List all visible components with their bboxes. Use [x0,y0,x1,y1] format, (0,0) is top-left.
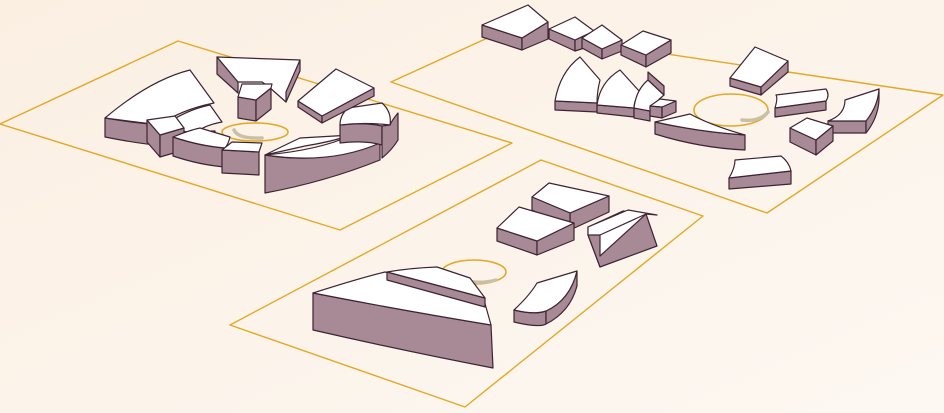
block-left-small-square [222,142,262,175]
block-right-bottom-arc [729,156,791,189]
